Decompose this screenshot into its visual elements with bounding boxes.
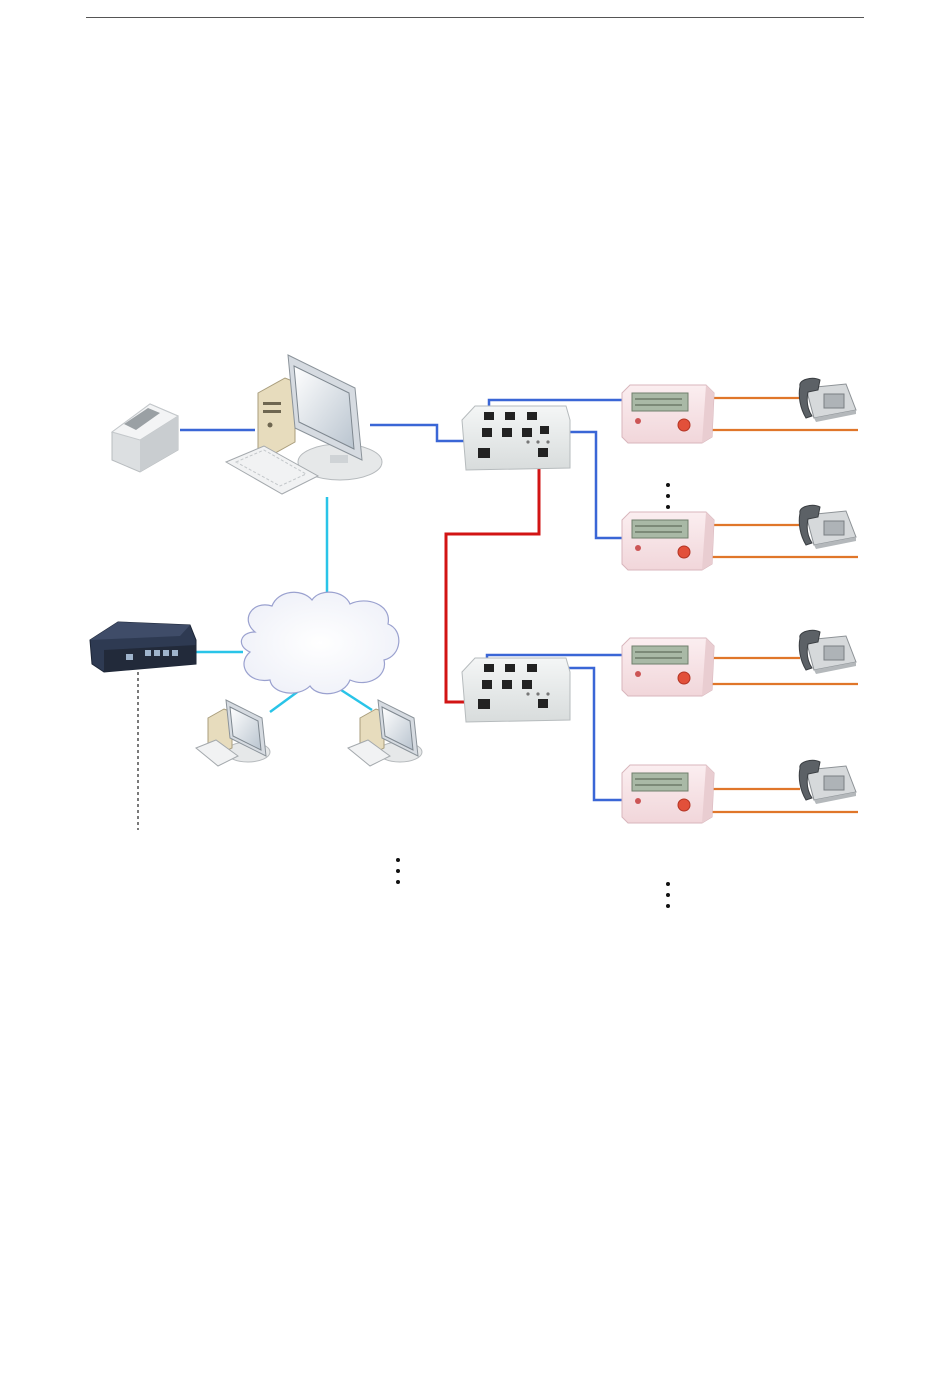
telephone-icon: [799, 630, 856, 674]
telephone-icon: [799, 760, 856, 804]
call-meter-icon: [622, 638, 714, 696]
link-cloud-client2: [338, 688, 372, 710]
port-hub-icon: [462, 658, 570, 722]
desktop-computer-icon: [226, 355, 382, 494]
more-clients-indicator: [396, 858, 400, 884]
telephone-icon: [799, 378, 856, 422]
more-meters-bottom-indicator: [666, 882, 670, 908]
call-meter-icon: [622, 512, 714, 570]
call-meter-icon: [622, 765, 714, 823]
port-hub-icon: [462, 406, 570, 470]
receipt-printer-icon: [112, 404, 178, 472]
more-meters-indicator: [666, 483, 670, 509]
desktop-computer-icon: [348, 700, 422, 766]
desktop-computer-icon: [196, 700, 270, 766]
telephone-icon: [799, 505, 856, 549]
network-cloud-icon: [241, 592, 398, 694]
call-meter-icon: [622, 385, 714, 443]
network-router-icon: [90, 622, 196, 672]
